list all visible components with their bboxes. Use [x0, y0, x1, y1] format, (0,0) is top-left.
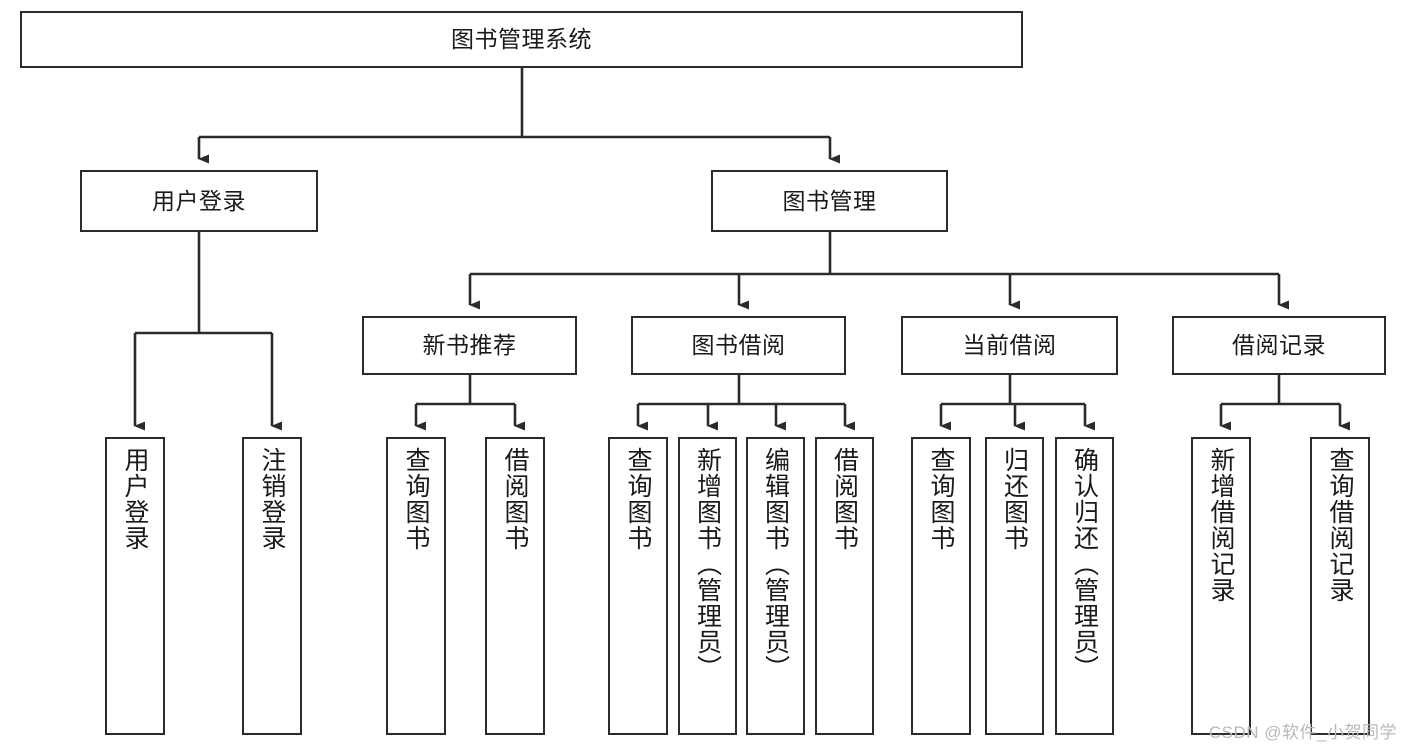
node-l1[interactable]: 用户登录	[105, 437, 165, 735]
node-label: 查询图书	[927, 447, 955, 551]
node-login[interactable]: 用户登录	[80, 170, 318, 232]
node-l12[interactable]: 新增借阅记录	[1191, 437, 1251, 735]
node-label: 图书管理系统	[451, 26, 592, 53]
node-l11[interactable]: 确认归还（管理员）	[1055, 437, 1114, 735]
node-label: 新书推荐	[422, 332, 517, 359]
node-l2[interactable]: 注销登录	[242, 437, 302, 735]
node-label: 图书借阅	[691, 332, 786, 359]
node-current[interactable]: 当前借阅	[901, 316, 1118, 375]
node-label: 借阅图书	[830, 447, 859, 551]
node-newrec[interactable]: 新书推荐	[362, 316, 577, 375]
node-l5[interactable]: 查询图书	[608, 437, 668, 735]
node-l9[interactable]: 查询图书	[911, 437, 971, 735]
node-label: 用户登录	[152, 187, 246, 214]
node-label: 图书管理	[782, 187, 877, 214]
node-label: 查询图书	[402, 447, 430, 551]
node-l10[interactable]: 归还图书	[985, 437, 1044, 735]
node-label: 注销登录	[258, 447, 286, 551]
node-l13[interactable]: 查询借阅记录	[1310, 437, 1370, 735]
node-root[interactable]: 图书管理系统	[20, 11, 1023, 68]
node-label: 查询图书	[624, 447, 652, 551]
node-label: 新增图书（管理员）	[693, 447, 722, 681]
node-l7[interactable]: 编辑图书（管理员）	[746, 437, 805, 735]
watermark-text: CSDN @软件_小贺同学	[1208, 723, 1397, 742]
node-bookmgmt[interactable]: 图书管理	[711, 170, 948, 232]
node-records[interactable]: 借阅记录	[1172, 316, 1386, 375]
node-l6[interactable]: 新增图书（管理员）	[678, 437, 737, 735]
node-l3[interactable]: 查询图书	[386, 437, 446, 735]
node-label: 编辑图书（管理员）	[761, 447, 790, 681]
node-label: 新增借阅记录	[1207, 447, 1235, 603]
node-label: 用户登录	[121, 447, 149, 551]
node-label: 确认归还（管理员）	[1070, 447, 1099, 681]
node-borrow[interactable]: 图书借阅	[631, 316, 846, 375]
node-l4[interactable]: 借阅图书	[485, 437, 545, 735]
node-label: 归还图书	[1000, 447, 1029, 551]
node-label: 借阅记录	[1232, 332, 1326, 359]
node-l8[interactable]: 借阅图书	[815, 437, 874, 735]
node-label: 查询借阅记录	[1326, 447, 1354, 603]
node-label: 借阅图书	[501, 447, 529, 551]
node-label: 当前借阅	[962, 332, 1057, 359]
